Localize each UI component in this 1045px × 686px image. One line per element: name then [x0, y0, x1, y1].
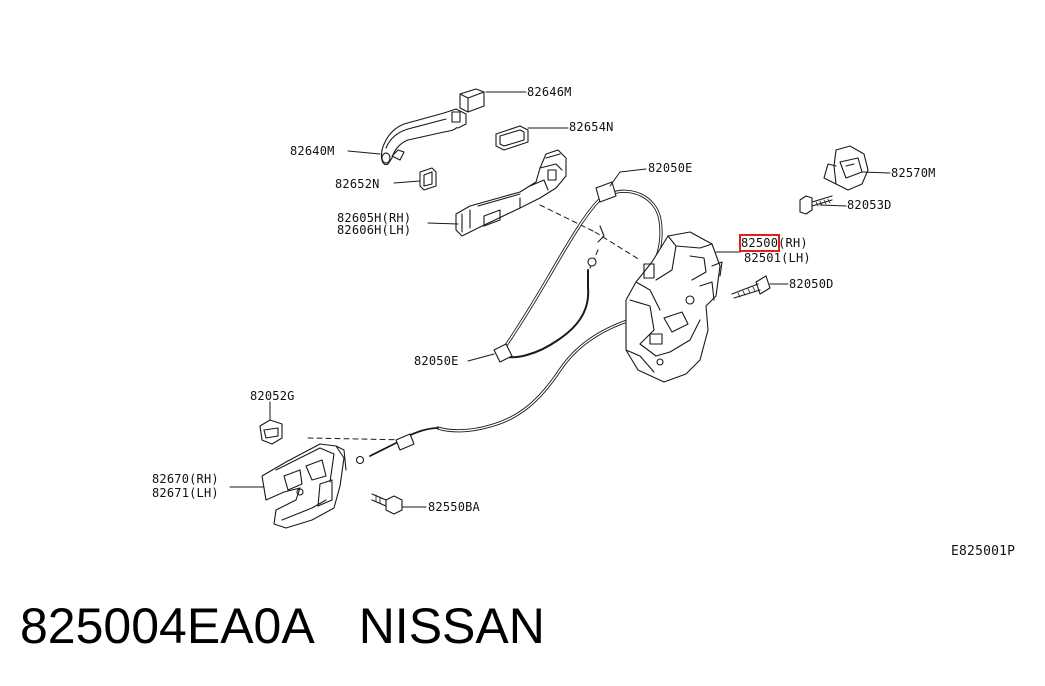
assembly-guide-lines: [269, 204, 641, 441]
label-82606H-LH: 82606H(LH): [337, 223, 412, 237]
inside-handle-82670: [262, 444, 346, 528]
label-82501-LH: 82501(LH): [744, 251, 811, 265]
label-82670-RH: 82670(RH): [152, 472, 219, 486]
label-82652N: 82652N: [335, 177, 380, 191]
label-82050D: 82050D: [789, 277, 834, 291]
lower-cable: [357, 320, 631, 464]
label-82640M: 82640M: [290, 144, 335, 158]
label-82050E-top: 82050E: [648, 161, 693, 175]
screw-82050D: [732, 276, 770, 298]
label-82052G: 82052G: [250, 389, 295, 403]
label-82570M: 82570M: [891, 166, 936, 180]
door-striker-82570M: [824, 146, 868, 190]
caption-brand: NISSAN: [358, 598, 545, 654]
figure-id: E825001P: [951, 544, 1016, 559]
label-82646M: 82646M: [527, 85, 572, 99]
inside-cable-82050E: [494, 182, 661, 362]
leader-lines: [229, 91, 891, 508]
gasket-82654N: [496, 126, 528, 150]
label-82605H-RH: 82605H(RH): [337, 211, 412, 225]
label-82671-LH: 82671(LH): [152, 486, 219, 500]
handle-frame-82605H: [456, 150, 566, 236]
outside-handle-82640M: [381, 109, 466, 164]
label-82550BA: 82550BA: [428, 500, 480, 514]
part-caption: 825004EA0A NISSAN: [20, 596, 545, 656]
label-82500-side: (RH): [778, 236, 808, 250]
handle-cap-82646M: [460, 89, 484, 112]
gasket-82652N: [420, 168, 436, 190]
bolt-82550BA: [372, 494, 402, 514]
door-lock-actuator-82500: [626, 232, 722, 382]
caption-part-number: 825004EA0A: [20, 598, 315, 654]
label-82053D: 82053D: [847, 198, 892, 212]
bolt-82053D: [800, 196, 832, 214]
highlighted-part-82500: 82500: [738, 234, 781, 252]
label-82050E-bottom: 82050E: [414, 354, 459, 368]
label-82500-rh: 82500(RH): [738, 234, 808, 252]
clip-82052G: [260, 420, 282, 444]
label-82654N: 82654N: [569, 120, 614, 134]
